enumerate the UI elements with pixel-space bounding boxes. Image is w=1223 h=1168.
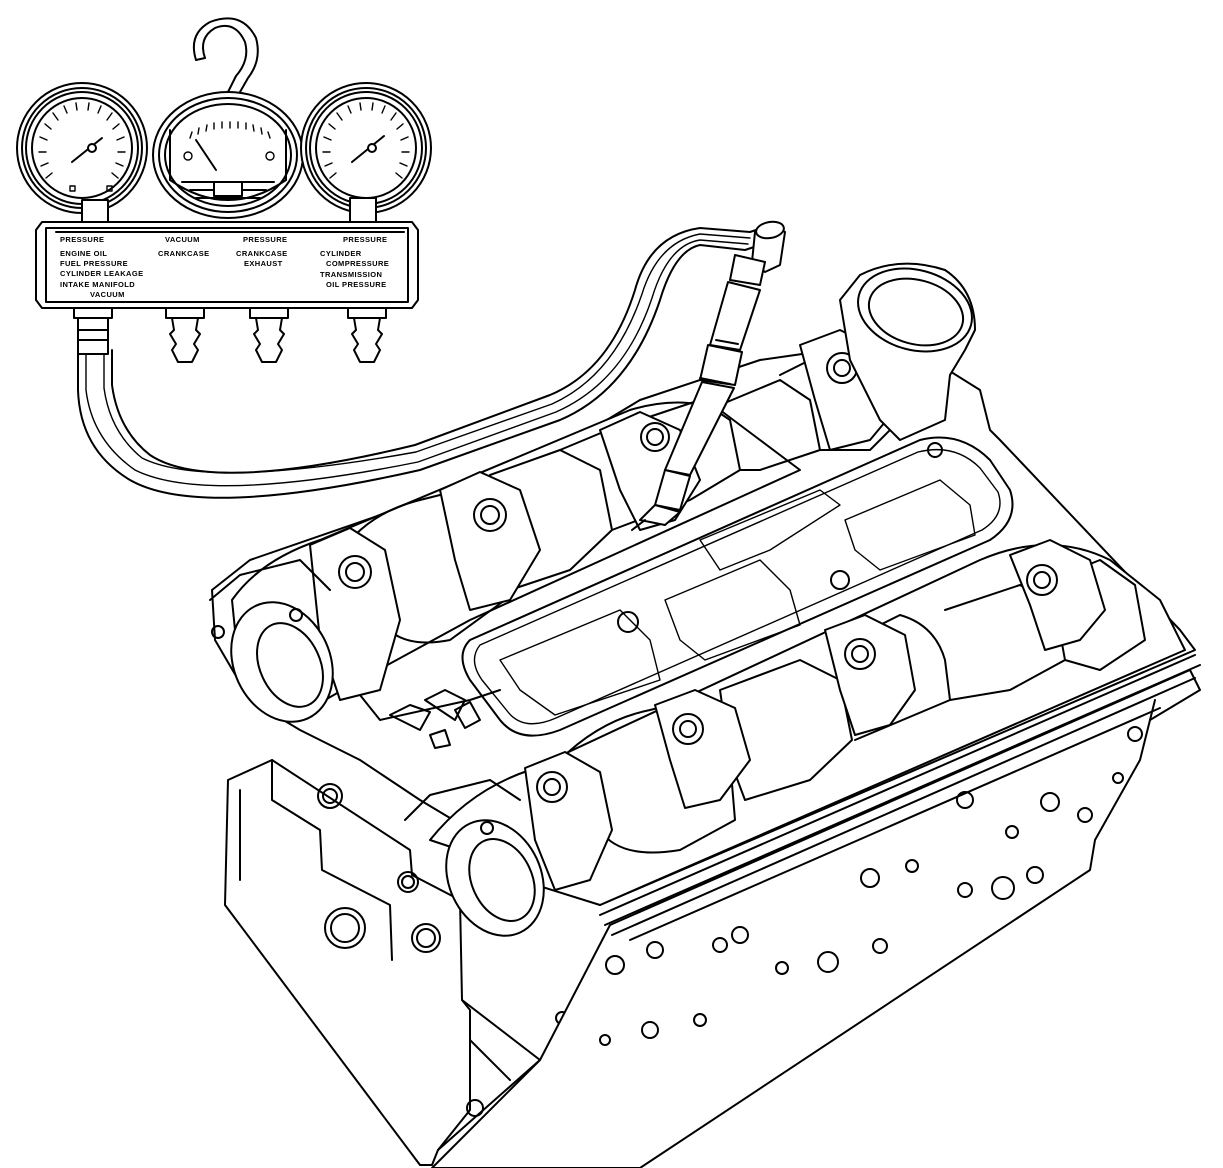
fitting-1 [73,307,113,355]
cam-journal-left [230,601,334,723]
label-vacuum: VACUUM [165,235,200,244]
oil-filler-tube [839,262,976,441]
label-intake-vacuum: VACUUM [90,290,125,299]
intake-port-2 [664,559,801,661]
engine-block [224,654,1201,1168]
label-crankcase-vacuum: CRANKCASE [158,249,210,258]
fitting-2 [165,307,205,363]
label-cylinder-leakage: CYLINDER LEAKAGE [60,269,144,278]
label-fuel-pressure: FUEL PRESSURE [60,259,128,268]
intake-port-4 [844,479,976,571]
label-pressure-right: PRESSURE [343,235,387,244]
intake-valley-gasket [461,436,1014,737]
label-engine-oil: ENGINE OIL [60,249,107,258]
gauge-manifold-body [35,221,419,309]
gauge-left [16,82,148,214]
hook-icon [202,24,248,93]
intake-port-3 [699,489,841,571]
bearing-cap-r4 [1009,539,1106,651]
bearing-cap-r3 [824,614,916,736]
gauge-set: PRESSURE VACUUM PRESSURE PRESSURE ENGINE… [16,17,432,363]
bearing-cap-l2 [439,471,541,611]
bearing-cap-r2 [654,689,751,809]
camshaft-right [389,539,1186,937]
label-cylinder: CYLINDER [320,249,362,258]
block-front-face [224,759,541,1166]
block-side-holes [599,726,1143,1046]
bearing-cap-r1 [524,751,613,891]
intake-port-1 [499,609,661,716]
label-crankcase: CRANKCASE [236,249,288,258]
gauge-right [300,82,432,214]
cylinder-head [211,339,1196,906]
gauge-left-ticks [38,102,126,179]
head-outline [211,339,1196,906]
label-pressure-mid: PRESSURE [243,235,287,244]
label-compressure: COMPRESSURE [326,259,389,268]
label-exhaust: EXHAUST [244,259,283,268]
label-transmission: TRANSMISSION [320,270,382,279]
gauge-labels: PRESSURE VACUUM PRESSURE PRESSURE ENGINE… [60,235,389,299]
cam-journal-right [445,819,545,937]
test-hose [77,227,763,499]
label-intake-manifold: INTAKE MANIFOLD [60,280,135,289]
fitting-4 [347,307,387,363]
fitting-3 [249,307,289,363]
block-side-face [431,669,1201,1168]
label-pressure-left: PRESSURE [60,235,104,244]
test-probe [631,220,786,531]
label-oil-pressure: OIL PRESSURE [326,280,387,289]
gauge-center [152,91,304,219]
